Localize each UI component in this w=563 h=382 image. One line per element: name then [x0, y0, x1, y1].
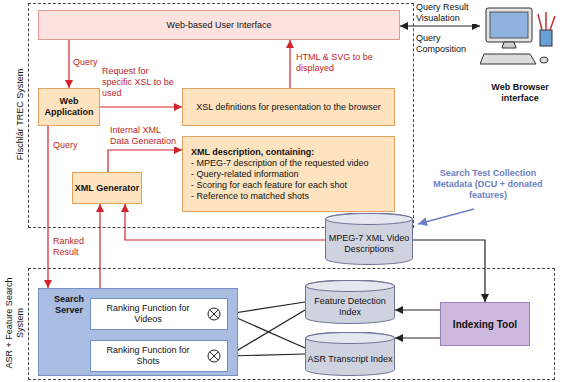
tool-box: Indexing Tool [440, 302, 530, 346]
node-title: XML Generator [75, 183, 139, 194]
edge-label: Request for specific XSL to be used [102, 66, 180, 99]
connector [228, 354, 305, 356]
connector [108, 150, 182, 172]
connector [228, 302, 305, 314]
multiply-symbol [207, 307, 221, 321]
connector [289, 40, 290, 88]
multiply-circle [208, 350, 220, 362]
monitor [486, 8, 532, 42]
interface-box: Web-based User Interface [38, 10, 400, 40]
node-title: XSL definitions for presentation to the … [196, 102, 380, 113]
node-title: XML description, containing: [191, 147, 314, 158]
connector [395, 337, 440, 338]
connector [228, 310, 305, 356]
cylinder-body [306, 332, 395, 376]
connector [400, 25, 480, 26]
multiply-circle [208, 308, 220, 320]
node-title: Search Server [44, 294, 94, 316]
node-title: Web Browser interface [480, 82, 560, 104]
computer-drawing [480, 4, 560, 68]
cylinder-top [326, 214, 413, 225]
mouse [540, 57, 548, 63]
function-box: Ranking Function for Videos [90, 298, 228, 330]
database-cylinder: MPEG-7 XML Video Descriptions [325, 213, 413, 265]
edge-label: Query [73, 57, 103, 68]
node-title: ASR + Feature Search System [4, 269, 26, 377]
node-title: Web Application [39, 96, 99, 118]
process-box: Web Application [38, 88, 100, 126]
pen-cup [540, 30, 552, 46]
connector [100, 106, 182, 107]
system-boundary: ASR + Feature Search SystemSearch Server… [28, 268, 555, 380]
edge-label: Ranked Result [53, 236, 95, 258]
connector [413, 240, 485, 302]
connector [228, 314, 305, 348]
cylinder-body [306, 280, 395, 324]
multiply-symbol [207, 349, 221, 363]
node-title: Feature Detection Index [305, 296, 395, 318]
node-title: MPEG-7 XML Video Descriptions [325, 233, 413, 255]
metadata-label: Search Test Collection Metadata (DCU + d… [422, 168, 554, 201]
process-box: XSL definitions for presentation to the … [182, 88, 395, 126]
pens [538, 12, 555, 30]
edge-label: Query [53, 140, 83, 151]
leader-line [418, 209, 474, 224]
edge-label: HTML & SVG to be displayed [296, 52, 386, 74]
node-title: Ranking Function for Videos [106, 303, 190, 325]
multiply-cross [210, 310, 218, 318]
cylinder-top [306, 281, 395, 292]
edge-label: Query Composition [416, 33, 476, 55]
flow-label: Query Result Visualation [416, 2, 478, 24]
system-boundary: Físchlár TREC SystemWeb-based User Inter… [28, 3, 414, 228]
database-cylinder: ASR Transcript Index [305, 332, 395, 376]
connector [68, 40, 69, 88]
node-title: Indexing Tool [453, 319, 517, 330]
node-text: - MPEG-7 description of the requested vi… [191, 158, 369, 169]
node-title: Web-based User Interface [167, 20, 272, 31]
keyboard [480, 54, 536, 64]
node-text: - Scoring for each feature for each shot [191, 180, 347, 191]
computer-icon: Web Browser interface [480, 4, 560, 104]
monitor-stand [502, 42, 516, 48]
server-box: Search Server Ranking Function for Videos… [38, 288, 238, 376]
multiply-cross [210, 352, 218, 360]
node-title: Ranking Function for Shots [106, 345, 190, 367]
screen [490, 12, 528, 38]
node-title: Físchlár TREC System [15, 4, 26, 225]
node-title: ASR Transcript Index [307, 354, 392, 365]
function-box: Ranking Function for Shots [90, 340, 228, 372]
cylinder-body [326, 213, 413, 264]
node-text: - Query-related information [191, 169, 299, 180]
connector [395, 309, 440, 310]
connector [99, 204, 100, 288]
data-box: XML description, containing:- MPEG-7 des… [182, 136, 395, 212]
database-cylinder: Feature Detection Index [305, 280, 395, 324]
edge-label: Internal XML Data Generation [110, 125, 182, 147]
connector [47, 126, 48, 288]
cylinder-top [306, 333, 395, 344]
node-text: - Reference to matched shots [191, 191, 309, 202]
process-box: XML Generator [72, 172, 142, 204]
